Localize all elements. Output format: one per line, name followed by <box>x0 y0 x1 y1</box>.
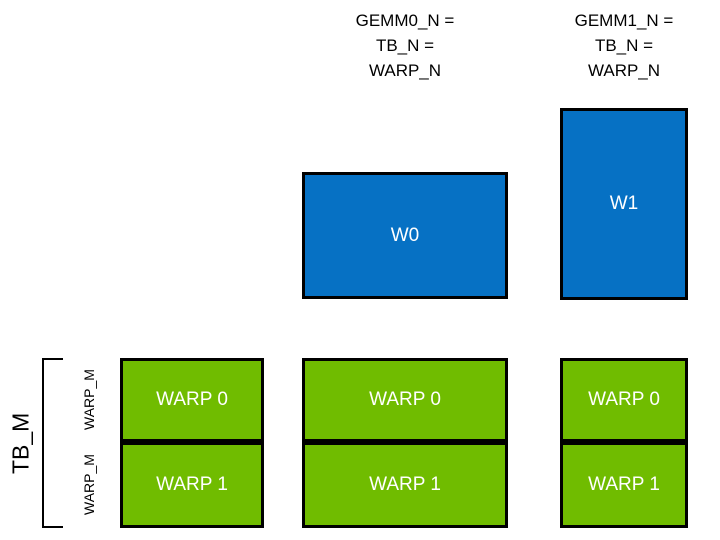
tb-m-label: TB_M <box>7 412 34 474</box>
green-box-col0-warp1: WARP 1 <box>120 442 264 528</box>
green-box-col1-warp1: WARP 1 <box>302 442 508 528</box>
column-caption-gemm1: GEMM1_N = TB_N = WARP_N <box>574 11 674 80</box>
column-caption-gemm0: GEMM0_N = TB_N = WARP_N <box>355 11 455 80</box>
green-box-col0-warp0: WARP 0 <box>120 358 264 442</box>
green-box-col2-warp0: WARP 0 <box>560 358 688 442</box>
warp-m-label-1: WARP_M <box>81 454 97 516</box>
green-box-col2-warp1: WARP 1 <box>560 442 688 528</box>
tb-m-bracket-icon <box>42 358 63 528</box>
blue-box-w0: W0 <box>302 172 508 299</box>
warp-m-label-0: WARP_M <box>81 369 97 431</box>
blue-box-w1: W1 <box>560 108 688 300</box>
green-box-col1-warp0: WARP 0 <box>302 358 508 442</box>
